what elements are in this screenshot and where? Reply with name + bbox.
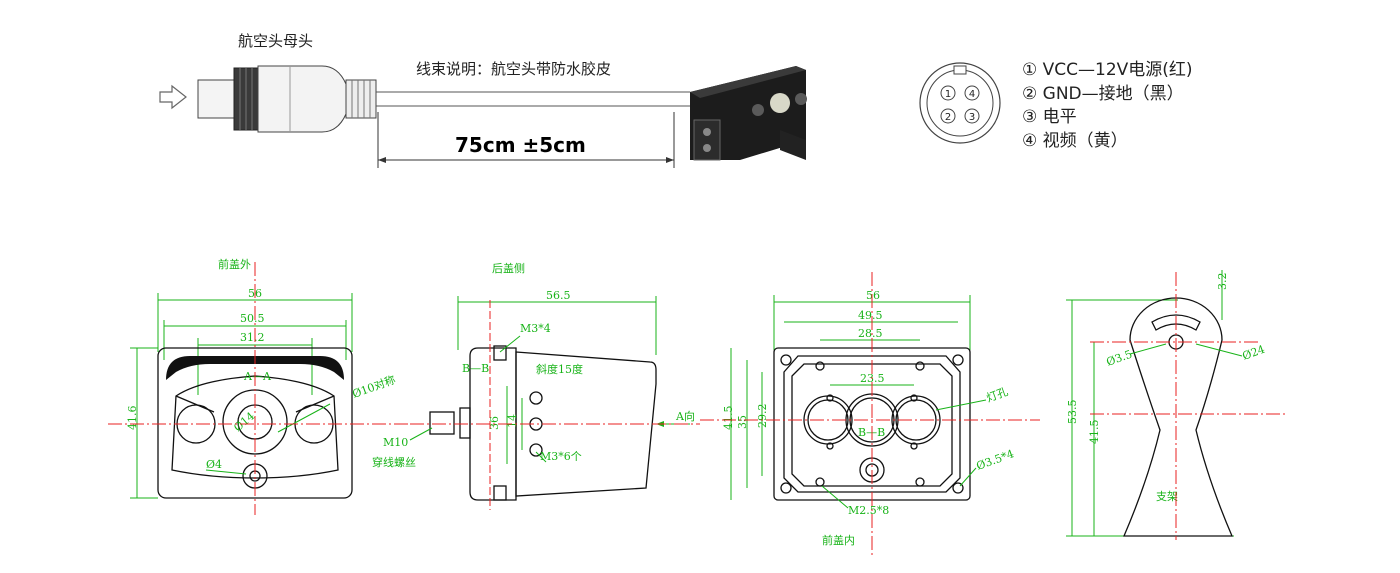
pinout-item-3: ③ 电平 bbox=[1022, 107, 1077, 127]
v1-dim-height: 41.6 bbox=[126, 406, 139, 431]
view3-title: 前盖内 bbox=[822, 533, 855, 547]
cable-note: 线束说明：航空头带防水胶皮 bbox=[416, 60, 611, 78]
v1-dim-inner: 31.2 bbox=[240, 331, 265, 344]
v2-dim-14: 14 bbox=[506, 414, 519, 428]
cable-wire bbox=[376, 91, 690, 107]
v3-screw-holes: M2.5*8 bbox=[848, 504, 889, 517]
pin-4: 4 bbox=[969, 89, 975, 100]
pinout-item-4: ④ 视频（黄） bbox=[1022, 131, 1128, 151]
v4-dim-top: 3.2 bbox=[1216, 273, 1229, 291]
view-front-inner: 56 49.5 28.5 23.5 41.5 35 29.2 bbox=[700, 272, 1040, 556]
v2-m10-desc: 穿线螺丝 bbox=[372, 455, 416, 469]
pin-2: 2 bbox=[945, 112, 951, 123]
v2-dim-36: 36 bbox=[488, 416, 501, 430]
v2-screw-m3: M3*6个 bbox=[540, 450, 582, 463]
v2-m10: M10 bbox=[383, 436, 408, 449]
cable-assembly: 航空头母头 线束说明：航空头带防水胶皮 bbox=[159, 32, 807, 168]
length-dimension bbox=[377, 112, 675, 168]
pinout-connector: 1 4 2 3 bbox=[919, 62, 1001, 144]
v4-hole-large: Ø24 bbox=[1241, 343, 1267, 363]
v2-screw-label: M3*4 bbox=[520, 322, 551, 335]
view1-title: 前盖外 bbox=[218, 257, 251, 271]
camera-photo bbox=[690, 66, 807, 161]
pinout-item-2: ② GND—接地（黑） bbox=[1022, 84, 1184, 104]
v4-dim-h1: 53.5 bbox=[1066, 400, 1079, 425]
v3-dim-mid: 49.5 bbox=[858, 309, 883, 322]
v3-dim-h1: 41.5 bbox=[722, 406, 735, 431]
v3-mount-holes: Ø3.5*4 bbox=[975, 447, 1016, 473]
v4-hole-small: Ø3.5 bbox=[1105, 348, 1134, 369]
pin-3: 3 bbox=[969, 112, 975, 123]
v1-center-dia: Ø14 bbox=[231, 410, 257, 435]
v3-dim-h3: 29.2 bbox=[756, 404, 769, 429]
v1-lens-dia: Ø10对称 bbox=[350, 372, 397, 401]
view4-title: 支架 bbox=[1156, 490, 1178, 503]
view-bracket: 53.5 41.5 3.2 Ø3.5 Ø24 支架 bbox=[1066, 270, 1286, 540]
v2-dim-top: 56.5 bbox=[546, 289, 571, 302]
v3-light-hole: 灯孔 bbox=[985, 385, 1010, 405]
view-front-outer: 前盖外 56 50.5 31.2 41.6 A—A Ø10对称 Ø14 Ø4 bbox=[108, 257, 410, 515]
connector-label: 航空头母头 bbox=[238, 32, 313, 50]
cable-length: 75cm ±5cm bbox=[455, 133, 586, 157]
v3-dim-inner: 28.5 bbox=[858, 327, 883, 340]
v1-dim-mid: 50.5 bbox=[240, 312, 265, 325]
view-side: 后盖侧 56.5 M3*4 B—B 斜度15度 36 14 M3*6个 M10 … bbox=[372, 261, 700, 510]
v1-section: A—A bbox=[243, 370, 272, 383]
v4-dim-h2: 41.5 bbox=[1088, 420, 1101, 445]
insert-arrow-icon bbox=[159, 84, 187, 110]
v1-hole-dia: Ø4 bbox=[206, 458, 222, 471]
aviation-connector-icon bbox=[197, 65, 377, 133]
v3-dim-top: 56 bbox=[866, 289, 880, 302]
view2-title: 后盖侧 bbox=[492, 261, 525, 275]
pin-1: 1 bbox=[945, 89, 951, 100]
v3-dim-h2: 35 bbox=[736, 415, 749, 429]
pinout-item-1: ① VCC—12V电源(红) bbox=[1022, 60, 1193, 80]
v2-direction: A向 bbox=[675, 409, 695, 423]
v2-section-b: B—B bbox=[462, 362, 489, 375]
v2-slope: 斜度15度 bbox=[536, 362, 583, 376]
pinout-legend: ① VCC—12V电源(红) ② GND—接地（黑） ③ 电平 ④ 视频（黄） bbox=[1022, 60, 1193, 151]
